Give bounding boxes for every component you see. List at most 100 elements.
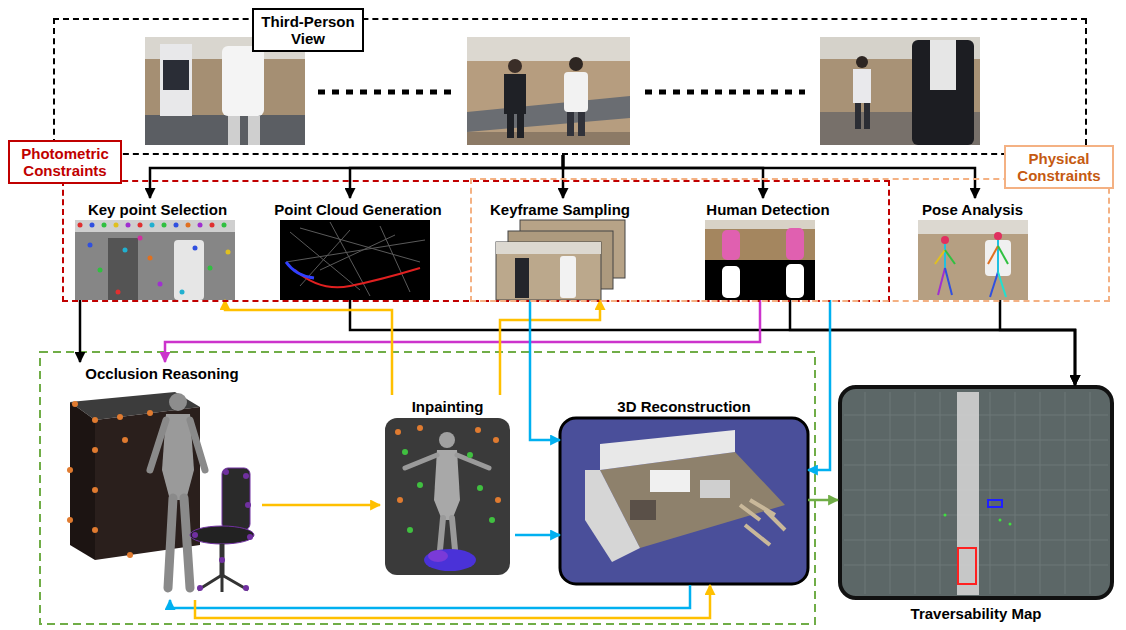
- inpainting-illustration: [477, 485, 483, 491]
- occlusion-illustration: [192, 532, 198, 538]
- keypoint-image: [208, 266, 213, 271]
- human-detection-image: [705, 220, 815, 260]
- occlusion-illustration: [247, 534, 253, 540]
- map-illustration: [840, 387, 1112, 598]
- connector-arrow: [79, 300, 82, 362]
- inpainting-illustration: [475, 427, 481, 433]
- panel-box: Key point Selection: [70, 198, 245, 300]
- keypoint-image: [162, 223, 167, 228]
- connector-arrow: [563, 155, 975, 198]
- keyframe-stack: [496, 242, 601, 254]
- pose-image: [941, 236, 949, 244]
- panel-box: Point Cloud Generation: [268, 198, 448, 300]
- occlusion-illustration: [197, 585, 203, 591]
- pose-image: [945, 268, 952, 295]
- pose-image: [938, 268, 945, 295]
- map-illustration: [957, 392, 979, 595]
- keypoint-image: [108, 238, 138, 300]
- occlusion-illustration: [67, 467, 73, 473]
- occlusion-illustration: [92, 487, 98, 493]
- occlusion-illustration: [243, 473, 249, 479]
- occlusion-illustration: [122, 437, 128, 443]
- occlusion-illustration: [169, 393, 187, 411]
- inpainting-illustration: [417, 425, 423, 431]
- inpainting-illustration: [440, 518, 443, 550]
- occlusion-illustration: [198, 575, 248, 592]
- keypoint-image: [210, 223, 215, 228]
- connector-arrow: [195, 585, 710, 618]
- keypoint-image: [126, 223, 131, 228]
- photo: [508, 59, 522, 73]
- human-detection-image: [786, 228, 804, 260]
- connector-arrow: [530, 300, 560, 440]
- occlusion-illustration: [92, 417, 98, 423]
- photo: [567, 112, 574, 136]
- region-label: Photometric Constraints: [8, 140, 122, 184]
- connector-arrow: [808, 300, 830, 470]
- photo: [569, 57, 583, 71]
- map-illustration: [958, 548, 976, 584]
- occlusion-illustration: [67, 517, 73, 523]
- photo: [864, 103, 870, 129]
- occlusion-illustration: [245, 502, 251, 508]
- inpainting-illustration: [489, 517, 495, 523]
- connector-arrow: [262, 504, 380, 507]
- keypoint-image: [158, 282, 163, 287]
- point-cloud-image: [280, 220, 430, 300]
- photo: [912, 40, 974, 145]
- keypoint-image: [226, 250, 231, 255]
- photo: [855, 103, 861, 129]
- panel-label: Traversability Map: [911, 605, 1042, 623]
- reconstruction-illustration: [740, 500, 785, 545]
- pose-image: [918, 220, 1028, 300]
- occlusion-illustration: [92, 447, 98, 453]
- photo: [145, 37, 305, 145]
- human-detection-image: [786, 264, 804, 298]
- point-cloud-image: [286, 222, 425, 296]
- panel-label: Pose Analysis: [922, 201, 1023, 219]
- occlusion-illustration: [92, 527, 98, 533]
- pose-image: [935, 250, 945, 264]
- connector-arrow: [808, 499, 838, 502]
- reconstruction-illustration: [630, 500, 656, 520]
- point-cloud-image: [280, 220, 430, 300]
- keypoint-image: [180, 290, 185, 295]
- panel-label: 3D Reconstruction: [617, 398, 750, 416]
- occlusion-illustration: [219, 557, 225, 563]
- occlusion-illustration: [190, 420, 205, 470]
- photo: [467, 96, 630, 132]
- keypoint-image: [123, 248, 128, 253]
- photo: [820, 37, 980, 145]
- keypoint-image: [98, 268, 103, 273]
- photo: [160, 44, 192, 116]
- reconstruction-illustration: [600, 430, 735, 470]
- photo: [853, 69, 871, 103]
- region-box: Physical ConstraintsPose Analysis: [470, 178, 1110, 302]
- photo: [467, 37, 630, 61]
- inpainting-illustration: [439, 432, 455, 448]
- inpainting-illustration: [424, 549, 476, 571]
- ellipsis-dots: [318, 90, 452, 95]
- occlusion-illustration: [168, 498, 173, 588]
- keypoint-image: [75, 220, 235, 232]
- inpainting-illustration: [402, 449, 408, 455]
- inpainting-illustration: [467, 452, 473, 458]
- connector-arrow: [515, 534, 560, 537]
- group-frame: [40, 352, 815, 624]
- inpainting-illustration: [457, 455, 489, 468]
- map-illustration: [944, 514, 947, 517]
- occlusion-illustration: [127, 552, 133, 558]
- human-detection-image: [722, 266, 740, 298]
- occlusion-illustration: [117, 414, 123, 420]
- photo: [145, 115, 305, 145]
- panel-box: Inpainting: [380, 395, 515, 578]
- keyframe-stack: [496, 242, 601, 300]
- pose-image: [997, 240, 999, 272]
- photo: [507, 114, 514, 138]
- connector-arrow: [150, 155, 563, 198]
- keypoint-image: [116, 290, 121, 295]
- inpainting-illustration: [493, 437, 499, 443]
- inpainting-illustration: [397, 497, 403, 503]
- panel-label: Keyframe Sampling: [490, 201, 630, 219]
